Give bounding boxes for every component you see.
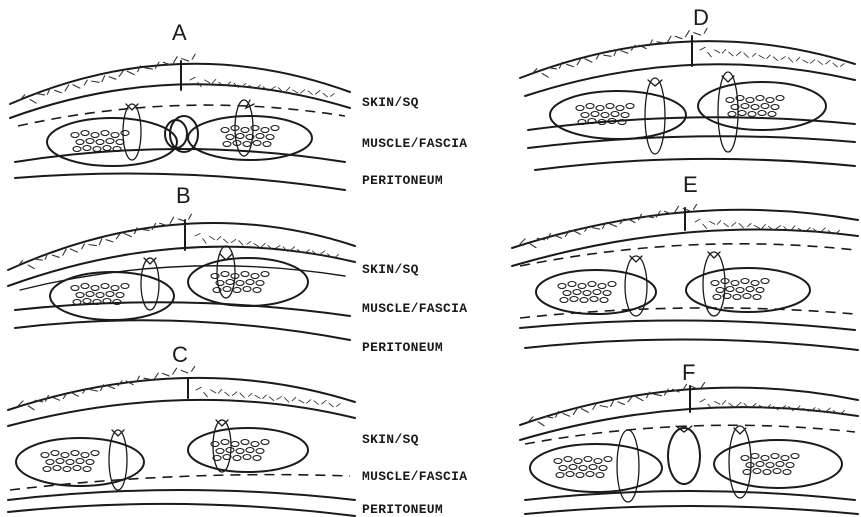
panel-label-f: F bbox=[682, 360, 695, 385]
panel-label-b: B bbox=[176, 183, 191, 208]
label-peritoneum: PERITONEUM bbox=[362, 502, 443, 517]
panel-e: E bbox=[512, 172, 858, 350]
layer-labels-group-3: SKIN/SQ MUSCLE/FASCIA PERITONEUM bbox=[362, 432, 467, 517]
label-skin-sq: SKIN/SQ bbox=[362, 262, 419, 277]
label-muscle-fascia: MUSCLE/FASCIA bbox=[362, 469, 467, 484]
panel-f: F bbox=[520, 360, 858, 514]
label-peritoneum: PERITONEUM bbox=[362, 173, 443, 188]
label-muscle-fascia: MUSCLE/FASCIA bbox=[362, 301, 467, 316]
panel-c: C bbox=[8, 342, 355, 516]
panel-b: B bbox=[8, 183, 355, 340]
panel-d: D bbox=[520, 5, 855, 170]
label-skin-sq: SKIN/SQ bbox=[362, 95, 419, 110]
panel-label-a: A bbox=[172, 20, 187, 45]
panel-label-e: E bbox=[683, 172, 698, 197]
label-peritoneum: PERITONEUM bbox=[362, 340, 443, 355]
panel-label-d: D bbox=[693, 5, 709, 30]
layer-labels-group-2: SKIN/SQ MUSCLE/FASCIA PERITONEUM bbox=[362, 262, 467, 355]
label-muscle-fascia: MUSCLE/FASCIA bbox=[362, 136, 467, 151]
layer-labels-group-1: SKIN/SQ MUSCLE/FASCIA PERITONEUM bbox=[362, 95, 467, 188]
panel-a: A bbox=[10, 20, 350, 190]
panel-label-c: C bbox=[172, 342, 188, 367]
label-skin-sq: SKIN/SQ bbox=[362, 432, 419, 447]
